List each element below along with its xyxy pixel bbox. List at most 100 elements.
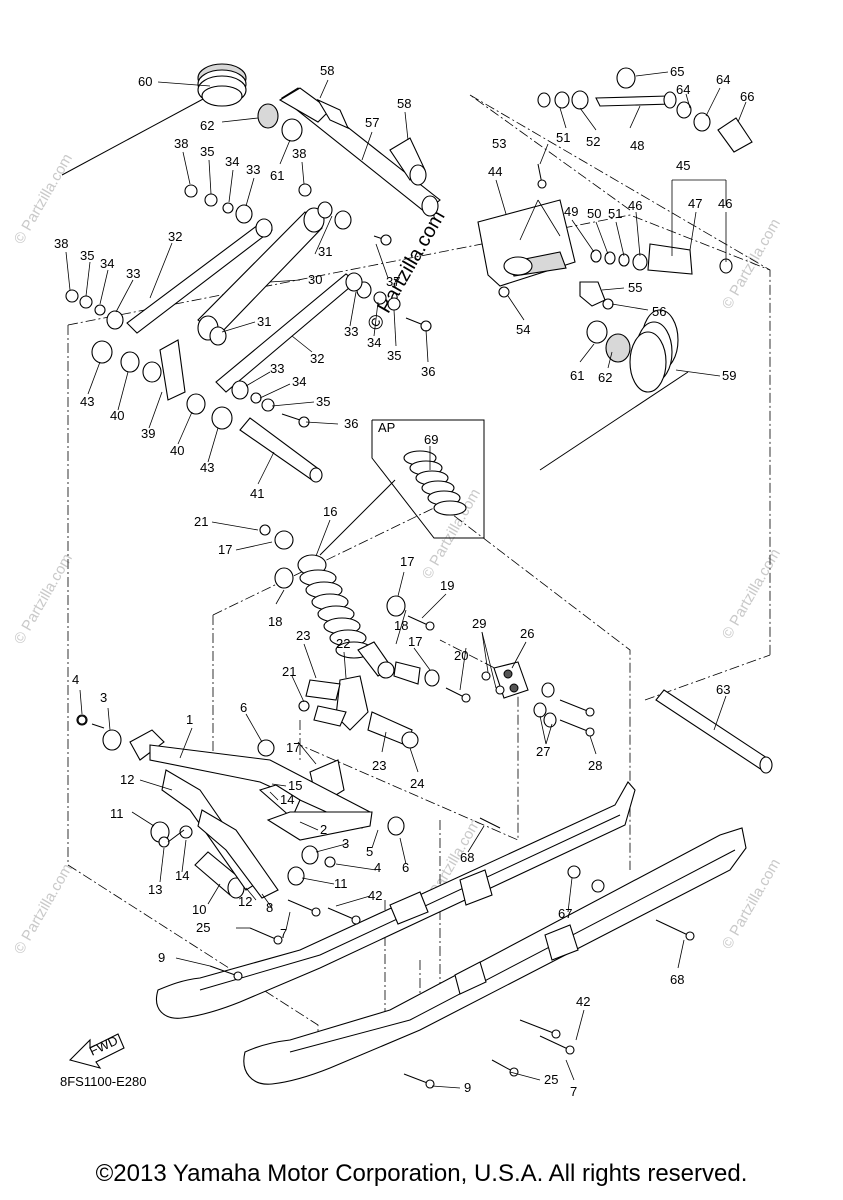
callout: 5: [366, 844, 373, 859]
inset-label: AP: [378, 420, 395, 435]
bracket-44: [477, 199, 606, 307]
callout: 43: [80, 394, 94, 409]
watermark: © Partzilla.com: [11, 551, 76, 647]
callout: 1: [186, 712, 193, 727]
callout: 34: [292, 374, 306, 389]
callout: 2: [320, 822, 327, 837]
callout: 68: [460, 850, 474, 865]
callout: 15: [288, 778, 302, 793]
callout: 62: [200, 118, 214, 133]
callout: 6: [402, 860, 409, 875]
spring-69: [403, 450, 467, 516]
callout: 26: [520, 626, 534, 641]
callout: 14: [175, 868, 189, 883]
callout: 38: [54, 236, 68, 251]
callout: 10: [192, 902, 206, 917]
callout: 50: [587, 206, 601, 221]
diagram-code: 8FS1100-E280: [60, 1074, 147, 1089]
callout: 7: [280, 926, 287, 941]
callout-labels: 60 62 58 58 57 38 35 34 33 38 61 32 38 3…: [54, 63, 754, 1099]
callout: 37: [386, 274, 400, 289]
callout: 68: [670, 972, 684, 987]
callout: 34: [367, 335, 381, 350]
callout: 43: [200, 460, 214, 475]
callout: 7: [570, 1084, 577, 1099]
callout: 62: [598, 370, 612, 385]
callout: 46: [718, 196, 732, 211]
callout: 24: [410, 776, 424, 791]
callout: 45: [676, 158, 690, 173]
callout: 55: [628, 280, 642, 295]
callout: 25: [196, 920, 210, 935]
callout: 32: [168, 229, 182, 244]
front-arm-1: [76, 714, 405, 899]
shock-absorber-16: [259, 524, 440, 687]
callout: 64: [676, 82, 690, 97]
shafts: [194, 87, 773, 899]
callout: 35: [387, 348, 401, 363]
callout: 3: [342, 836, 349, 851]
slide-rails: [156, 781, 747, 1085]
callout: 12: [238, 894, 252, 909]
inset-ap: AP: [319, 419, 485, 556]
callout: 18: [394, 618, 408, 633]
callout: 9: [158, 950, 165, 965]
watermark: © Partzilla.com: [11, 151, 76, 247]
assembly-frames: [67, 94, 771, 1060]
callout: 47: [688, 196, 702, 211]
callout: 18: [268, 614, 282, 629]
callout: 16: [323, 504, 337, 519]
callout: 66: [740, 89, 754, 104]
callout: 19: [440, 578, 454, 593]
callout: 69: [424, 432, 438, 447]
callout: 11: [110, 806, 124, 821]
callout: 13: [148, 882, 162, 897]
callout: 35: [200, 144, 214, 159]
callout: 61: [570, 368, 584, 383]
callout: 4: [374, 860, 381, 875]
callout: 64: [716, 72, 730, 87]
callout: 51: [608, 206, 622, 221]
callout: 40: [110, 408, 124, 423]
callout: 58: [320, 63, 334, 78]
watermark: © Partzilla.com: [11, 861, 76, 957]
copyright-footer: ©2013 Yamaha Motor Corporation, U.S.A. A…: [95, 1160, 748, 1187]
callout: 39: [141, 426, 155, 441]
bolts: [77, 163, 695, 1089]
callout: 17: [218, 542, 232, 557]
callout: 54: [516, 322, 530, 337]
callout: 56: [652, 304, 666, 319]
callout: 31: [257, 314, 271, 329]
callout: 36: [344, 416, 358, 431]
callout: 21: [282, 664, 296, 679]
callout: 49: [564, 204, 578, 219]
callout: 22: [336, 636, 350, 651]
watermark: © Partzilla.com: [719, 546, 784, 642]
callout: 28: [588, 758, 602, 773]
callout: 34: [225, 154, 239, 169]
callout: 21: [194, 514, 208, 529]
fwd-arrow: FWD: [68, 1033, 125, 1069]
callout: 57: [365, 115, 379, 130]
callout: 63: [716, 682, 730, 697]
callout: 9: [464, 1080, 471, 1095]
callout: 3: [100, 690, 107, 705]
callout: 58: [397, 96, 411, 111]
callout: 11: [334, 876, 348, 891]
callout: 41: [250, 486, 264, 501]
callout: 12: [120, 772, 134, 787]
callout: 35: [80, 248, 94, 263]
callout: 65: [670, 64, 684, 79]
callout: 51: [556, 130, 570, 145]
callout: 4: [72, 672, 79, 687]
callout: 17: [408, 634, 422, 649]
callout: 8: [266, 900, 273, 915]
torsion-spring-right: [539, 309, 689, 471]
callout: 31: [318, 244, 332, 259]
callout: 42: [576, 994, 590, 1009]
callout: 6: [240, 700, 247, 715]
callout: 35: [316, 394, 330, 409]
callout: 61: [270, 168, 284, 183]
callout: 34: [100, 256, 114, 271]
